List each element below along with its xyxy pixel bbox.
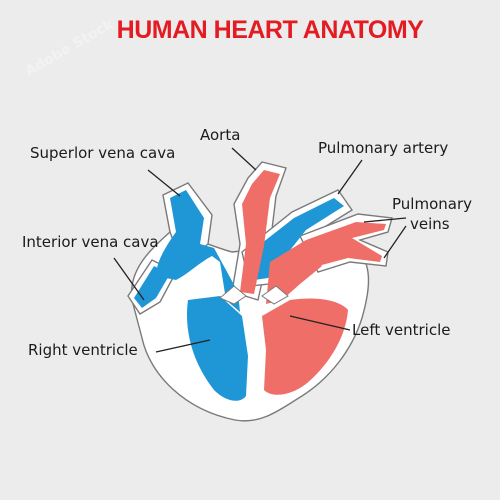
tricuspid-valve: [219, 285, 247, 305]
leader-pulmonary-artery: [337, 159, 363, 195]
label-pulmonary-veins-line1: Pulmonary: [392, 195, 472, 213]
label-left-ventricle: Left ventricle: [352, 321, 451, 339]
leader-left-ventricle: [289, 315, 351, 331]
label-aorta: Aorta: [200, 126, 241, 144]
right-atrium: [156, 232, 240, 312]
leader-svc: [147, 169, 181, 197]
leader-ivc: [113, 257, 145, 301]
right-ventricle: [187, 296, 248, 401]
leader-pulmonary-veins-b: [383, 225, 407, 259]
leader-lines: [113, 147, 407, 353]
left-atrium: [266, 240, 322, 304]
mitral-valve: [261, 285, 289, 305]
leader-right-ventricle: [155, 339, 211, 353]
leader-pulmonary-veins-a: [363, 217, 407, 223]
pulmonary-artery: [248, 198, 344, 280]
left-ventricle: [262, 298, 348, 395]
label-pulmonary-artery: Pulmonary artery: [318, 139, 449, 157]
label-inferior-vena-cava: Interior vena cava: [22, 233, 159, 251]
diagram-title: HUMAN HEART ANATOMY: [116, 16, 424, 44]
label-right-ventricle: Right ventricle: [28, 341, 138, 359]
pulmonary-veins: [306, 222, 386, 266]
leader-aorta: [231, 147, 257, 171]
label-pulmonary-veins-line2: veins: [410, 215, 450, 233]
aorta: [240, 170, 280, 294]
label-superior-vena-cava: Superlor vena cava: [30, 144, 176, 162]
